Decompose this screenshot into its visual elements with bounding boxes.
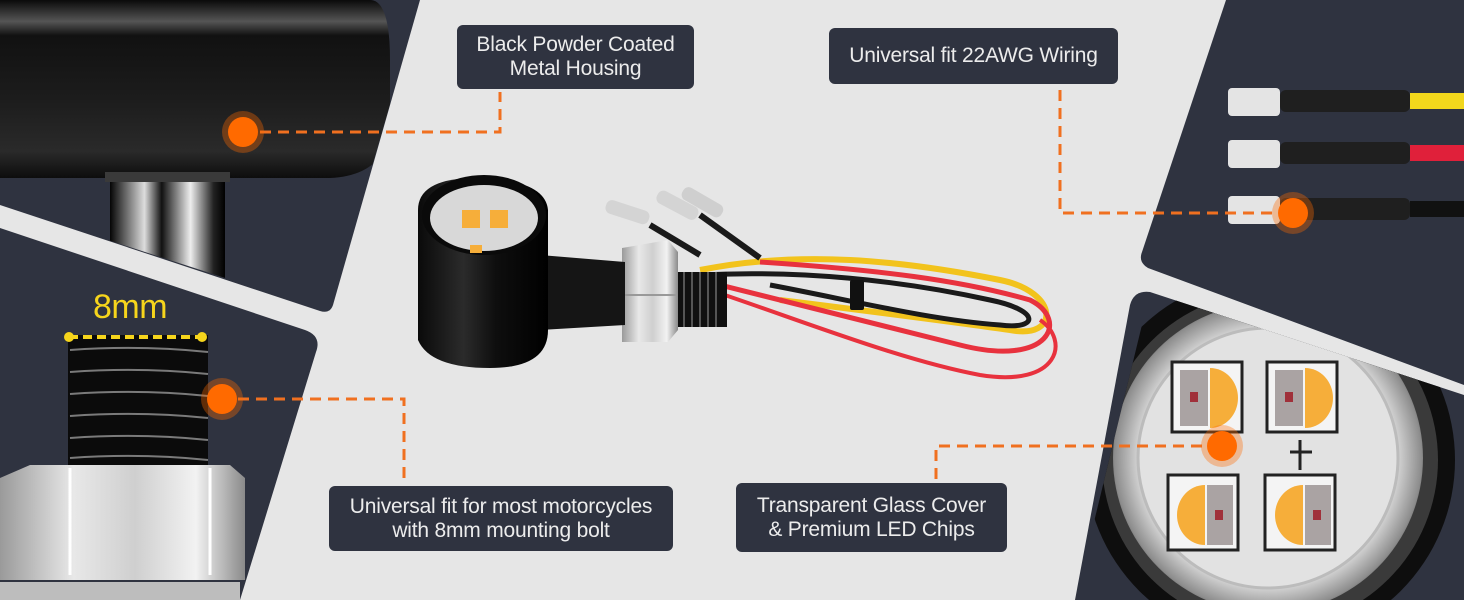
callout-mounting-line2: with 8mm mounting bolt [392,518,610,542]
wire-red [1228,140,1464,168]
bolt-diameter-label: 8mm [93,288,168,326]
callout-mounting-line1: Universal fit for most motorcycles [349,494,653,518]
wire-yellow [1228,88,1464,116]
callout-housing: Black Powder Coated Metal Housing [457,25,694,89]
led-chip-bottom-right [1263,473,1337,552]
panel-wiring-closeup [1140,0,1464,385]
led-chip-bottom-left [1166,473,1240,552]
panel-led-closeup [1075,291,1464,600]
callout-dots [201,111,1314,467]
callout-housing-line1: Black Powder Coated [476,33,675,56]
callout-housing-line2: Metal Housing [509,57,642,80]
callout-wiring-line1: Universal fit 22AWG Wiring [849,44,1098,67]
callout-lines [238,88,1290,482]
led-chip-top-right [1265,360,1339,434]
callout-glass-line1: Transparent Glass Cover [756,493,987,517]
wire-black [1228,196,1464,224]
callout-wiring: Universal fit 22AWG Wiring [829,28,1118,84]
callout-mounting: Universal fit for most motorcycles with … [329,486,673,551]
measurement-indicator [64,332,207,342]
callout-glass-line2: & Premium LED Chips [768,517,975,541]
panel-bolt-closeup [0,228,318,600]
callout-glass: Transparent Glass Cover & Premium LED Ch… [736,483,1007,552]
led-chip-top-left [1170,360,1244,434]
product-turn-signal [418,175,1058,379]
